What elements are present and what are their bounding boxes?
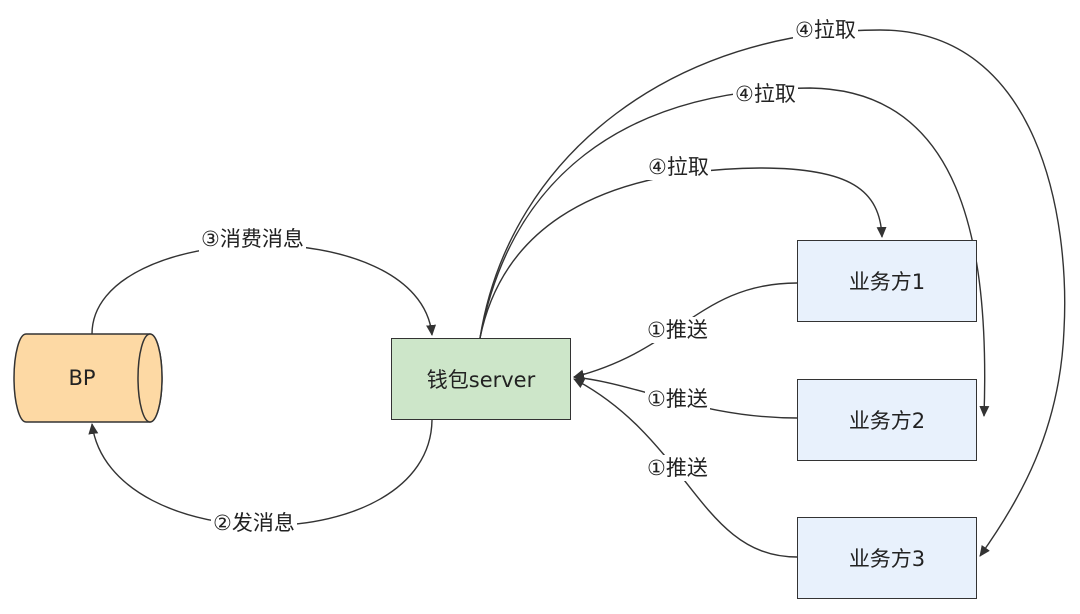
- pull-label-svc1: ④拉取: [646, 154, 711, 180]
- push-label-svc1: ①推送: [645, 317, 710, 343]
- push-label-svc3: ①推送: [645, 455, 710, 481]
- pull-label-svc3: ④拉取: [793, 17, 858, 43]
- bp-cylinder-shape: [13, 333, 163, 423]
- service-1-node: 业务方1: [797, 240, 977, 322]
- wallet-server-label: 钱包server: [426, 368, 536, 392]
- push-edge-svc3: [573, 378, 798, 558]
- pull-label-svc2: ④拉取: [733, 81, 798, 107]
- pull-edge-svc3: [479, 29, 1066, 557]
- wallet-server-node: 钱包server: [391, 338, 571, 420]
- service-2-label: 业务方2: [848, 409, 926, 433]
- send-edge-label: ②发消息: [211, 510, 297, 536]
- service-2-node: 业务方2: [797, 379, 977, 461]
- service-3-label: 业务方3: [848, 547, 926, 571]
- service-3-node: 业务方3: [797, 517, 977, 599]
- push-label-svc2: ①推送: [645, 386, 710, 412]
- bp-node: BP: [26, 334, 138, 422]
- consume-edge-label: ③消费消息: [199, 226, 306, 252]
- bp-label: BP: [68, 366, 96, 390]
- consume-edge: [91, 244, 436, 336]
- service-1-label: 业务方1: [848, 270, 926, 294]
